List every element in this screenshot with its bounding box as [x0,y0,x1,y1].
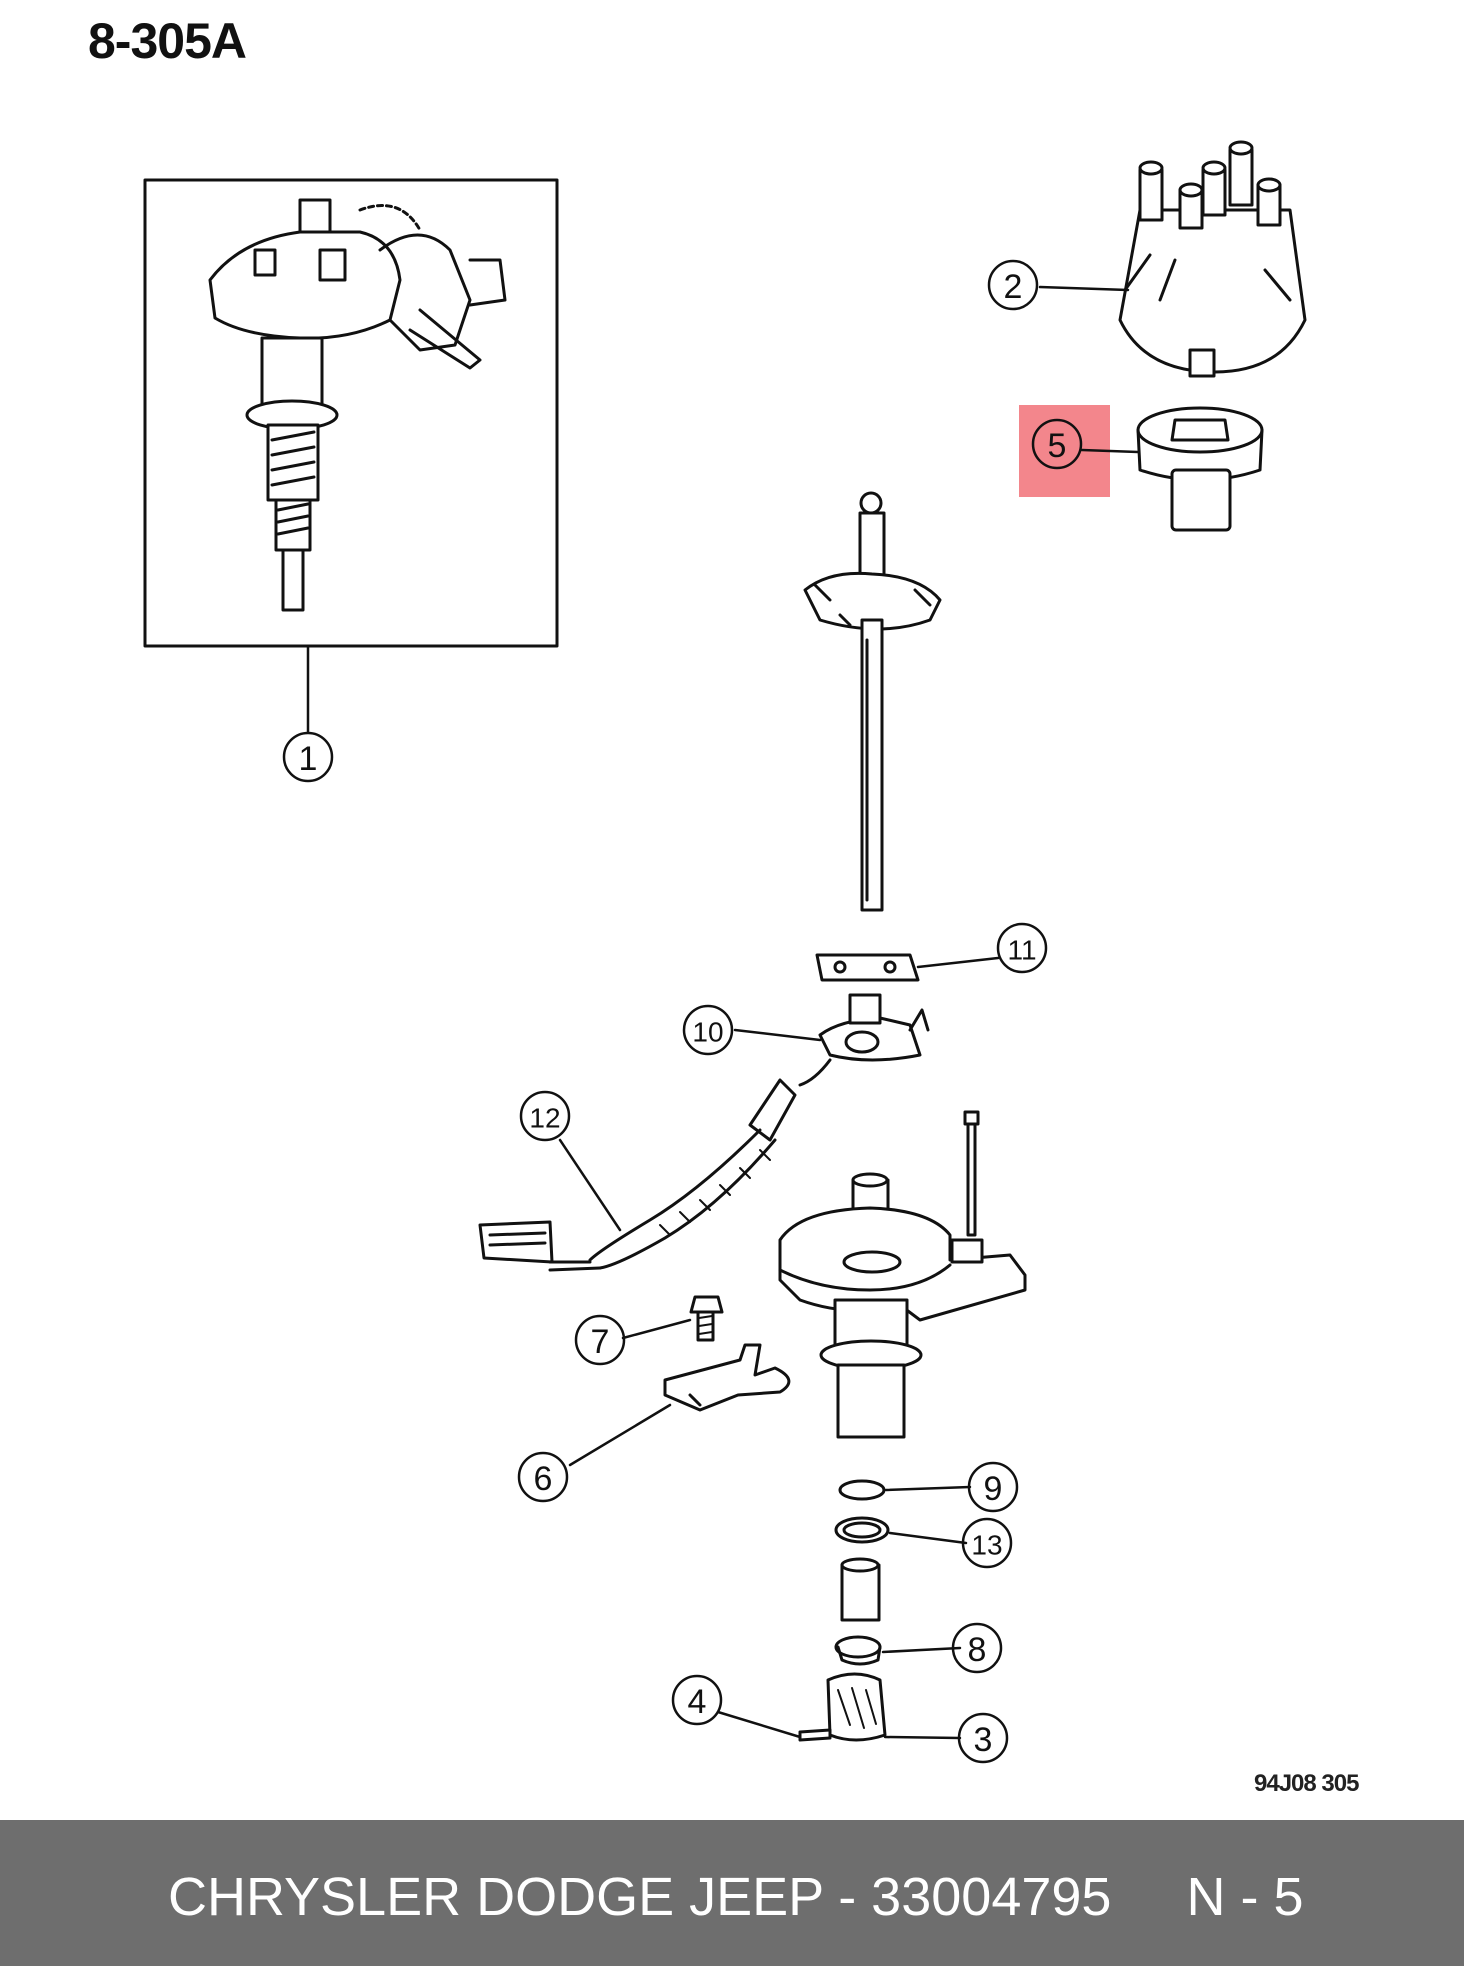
leader-8 [881,1646,962,1654]
callout-circle-4 [671,1674,723,1726]
leader-4 [716,1710,802,1739]
leader-10 [733,1028,822,1042]
callout-circle-5 [1031,418,1083,470]
callout-circle-7 [574,1314,626,1366]
rotor [1136,406,1264,532]
leader-12 [558,1138,622,1232]
o-ring [834,1516,890,1544]
callout-circle-1 [282,731,334,783]
leader-7 [621,1318,692,1340]
distributor-cap [1118,140,1307,378]
diagram-title: 8-305A [88,13,247,69]
callout-circle-3 [957,1712,1009,1764]
callout-label-7: 7 [591,1323,610,1361]
retainer-plate [815,953,920,982]
leader-9 [884,1485,972,1492]
callout-circle-12 [519,1090,571,1142]
callout-label-2: 2 [1004,268,1023,306]
callout-label-6: 6 [534,1460,553,1498]
callout-circle-8 [951,1622,1003,1674]
callout-label-4: 4 [688,1683,707,1721]
leader-13 [888,1531,968,1545]
roll-pin [798,1728,832,1742]
spacer [834,1635,882,1666]
callout-label-12: 12 [529,1103,560,1134]
leader-6 [568,1403,672,1467]
callout-circle-10 [682,1004,734,1056]
distributor-shaft [803,491,942,912]
footer-part-info: CHRYSLER DODGE JEEP - 33004795 N - 5 [168,1867,1304,1927]
drawing-reference-code: 94J08 305 [1254,1770,1359,1797]
wiring-harness [478,1058,832,1272]
callout-label-11: 11 [1007,935,1036,966]
washer [838,1479,886,1501]
exploded-parts-diagram: 1 2 3 4 5 6 7 8 9 10 11 12 13 [143,140,1307,1764]
leader-5 [1080,448,1140,454]
drive-gear [826,1672,887,1742]
callout-label-10: 10 [692,1017,723,1048]
callout-circle-6 [517,1451,569,1503]
callout-label-3: 3 [974,1721,993,1759]
callout-circle-2 [987,259,1039,311]
callout-circle-13 [961,1517,1013,1569]
distributor-housing [778,1110,1027,1439]
callout-circle-9 [967,1461,1019,1513]
callout-label-5: 5 [1048,427,1067,465]
leader-2 [1038,285,1130,292]
callout-circle-11 [996,922,1048,974]
footer-bar: CHRYSLER DODGE JEEP - 33004795 N - 5 [0,1820,1464,1966]
drive-bushing [840,1557,881,1622]
callout-label-9: 9 [984,1470,1003,1508]
pickup-assembly [818,993,930,1062]
hold-down-clamp [663,1343,791,1412]
callout-label-13: 13 [971,1530,1002,1561]
callout-label-1: 1 [299,740,318,778]
leader-11 [916,956,1000,969]
callout-label-8: 8 [968,1631,987,1669]
hold-down-bolt [689,1295,724,1342]
distributor-assembly-inset [143,178,559,648]
leader-3 [883,1735,962,1740]
